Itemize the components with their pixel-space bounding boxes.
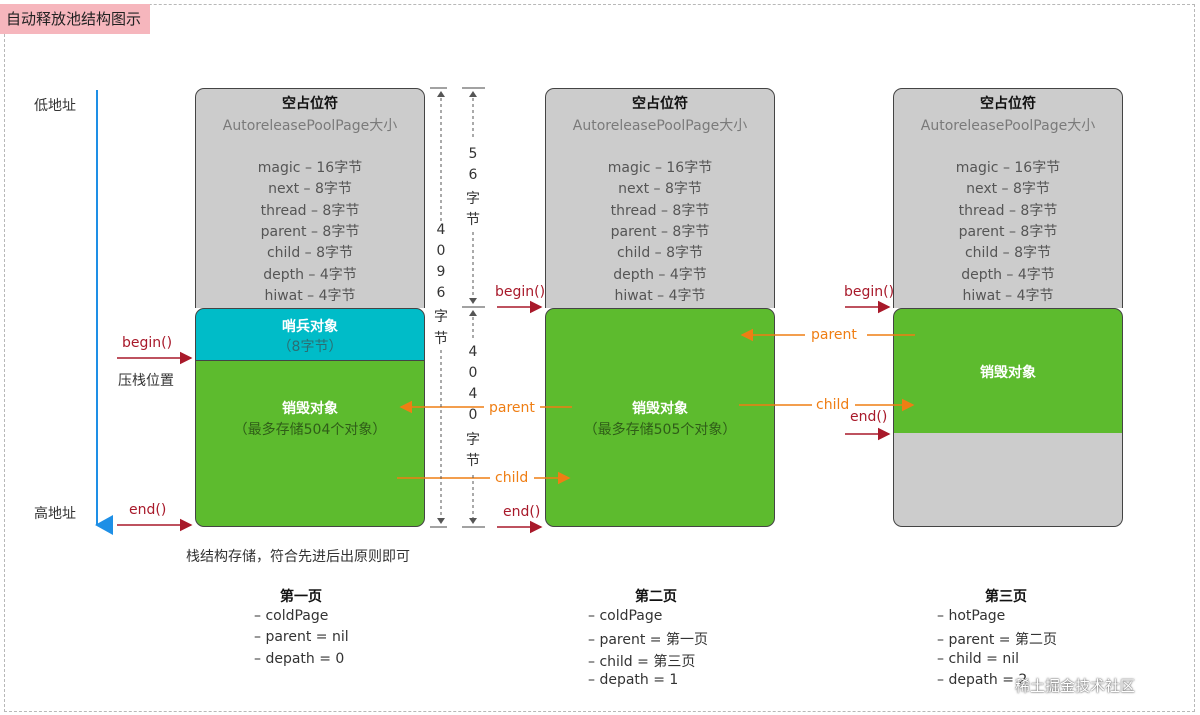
page2-destroy-block: [545, 308, 775, 527]
dim-4040-char: 字: [466, 432, 480, 448]
page2-destroy-sub: （最多存储505个对象）: [583, 422, 737, 438]
parent-label-page2: parent: [489, 400, 535, 416]
page3-field-child: child – 8字节: [964, 245, 1052, 261]
page1-destroy-title: 销毁对象: [282, 401, 338, 417]
page3-field-depth: depth – 4字节: [961, 267, 1055, 283]
dim-4096-char: 6: [436, 285, 446, 301]
page2-field-depth: depth – 4字节: [613, 267, 707, 283]
high-address-label: 高地址: [34, 506, 76, 522]
child-label-page1: child: [495, 470, 529, 486]
watermark: 稀土掘金技术社区: [1015, 677, 1136, 695]
page3-caption-line: – parent = 第二页: [937, 632, 1057, 648]
page2-field-parent: parent – 8字节: [610, 224, 710, 240]
dim-56-char: 6: [468, 167, 478, 183]
page2-placeholder-sub: AutoreleasePoolPage大小: [572, 118, 748, 134]
dim-4040-char: 0: [468, 407, 478, 423]
page1-caption-line: – parent = nil: [254, 629, 349, 645]
dim-4096-char: 4: [436, 222, 446, 238]
page3-field-next: next – 8字节: [966, 181, 1050, 197]
page1-caption-line: – coldPage: [254, 608, 329, 624]
dim-56-char: 5: [468, 146, 478, 162]
page2-destroy-title: 销毁对象: [632, 401, 688, 417]
dim-4040-char: 4: [468, 386, 478, 402]
page1-placeholder-title: 空占位符: [282, 96, 338, 112]
page1-header-block: [195, 88, 425, 308]
page2-caption-title: 第二页: [635, 589, 677, 605]
page3-field-hiwat: hiwat – 4字节: [962, 288, 1054, 304]
page3-field-thread: thread – 8字节: [958, 203, 1058, 219]
page2-caption-line: – depath = 1: [588, 672, 679, 688]
page3-placeholder-title: 空占位符: [980, 96, 1036, 112]
page1-field-parent: parent – 8字节: [260, 224, 360, 240]
page3-placeholder-sub: AutoreleasePoolPage大小: [920, 118, 1096, 134]
page2-caption-line: – parent = 第一页: [588, 632, 708, 648]
page3-caption-line: – child = nil: [937, 651, 1019, 667]
page2-header-block: [545, 88, 775, 308]
dim-4040-char: 节: [466, 453, 480, 469]
page1-caption-line: – depath = 0: [254, 651, 345, 667]
dim-56-char: 字: [466, 191, 480, 207]
sentinel-object-block: [195, 308, 425, 361]
page1-field-child: child – 8字节: [266, 245, 354, 261]
page2-caption-line: – coldPage: [588, 608, 663, 624]
child-label-page2: child: [816, 397, 850, 413]
page3-begin-label: begin(): [844, 284, 895, 300]
page1-end-label: end(): [129, 502, 167, 518]
dim-56-char: 节: [466, 212, 480, 228]
dim-4040-char: 0: [468, 365, 478, 381]
page1-begin-label: begin(): [122, 335, 173, 351]
dim-4040-char: 4: [468, 344, 478, 360]
page1-field-thread: thread – 8字节: [260, 203, 360, 219]
dim-4096-char: 0: [436, 243, 446, 259]
page2-field-magic: magic – 16字节: [607, 160, 713, 176]
page1-destroy-block: [195, 360, 425, 527]
page3-destroy-block: [893, 308, 1123, 434]
page2-field-child: child – 8字节: [616, 245, 704, 261]
page3-empty-block: [893, 433, 1123, 527]
page2-field-hiwat: hiwat – 4字节: [614, 288, 706, 304]
page1-field-hiwat: hiwat – 4字节: [264, 288, 356, 304]
page2-begin-label: begin(): [495, 284, 546, 300]
dim-4096-char: 节: [434, 331, 448, 347]
page3-field-parent: parent – 8字节: [958, 224, 1058, 240]
diagram-title: 自动释放池结构图示: [0, 4, 150, 34]
page1-placeholder-sub: AutoreleasePoolPage大小: [222, 118, 398, 134]
page3-end-label: end(): [850, 409, 888, 425]
page3-destroy-title: 销毁对象: [980, 365, 1036, 381]
low-address-label: 低地址: [34, 98, 76, 114]
page1-field-magic: magic – 16字节: [257, 160, 363, 176]
page3-caption-line: – hotPage: [937, 608, 1006, 624]
dim-4096-char: 字: [434, 309, 448, 325]
page2-caption-line: – child = 第三页: [588, 654, 696, 670]
page2-field-next: next – 8字节: [618, 181, 702, 197]
dim-4096-char: 9: [436, 264, 446, 280]
page1-field-next: next – 8字节: [268, 181, 352, 197]
page1-caption-title: 第一页: [280, 589, 322, 605]
stack-note: 栈结构存储，符合先进后出原则即可: [186, 549, 410, 565]
page1-field-depth: depth – 4字节: [263, 267, 357, 283]
page3-caption-line: – depath = 2: [937, 672, 1028, 688]
page2-field-thread: thread – 8字节: [610, 203, 710, 219]
page3-field-magic: magic – 16字节: [955, 160, 1061, 176]
sentinel-title: 哨兵对象: [282, 319, 338, 335]
diagram-frame: [4, 4, 1195, 712]
sentinel-sub: （8字节）: [277, 339, 343, 355]
page2-end-label: end(): [503, 504, 541, 520]
page1-destroy-sub: （最多存储504个对象）: [233, 422, 387, 438]
push-position-label: 压栈位置: [118, 373, 174, 389]
page2-placeholder-title: 空占位符: [632, 96, 688, 112]
parent-label-page3: parent: [811, 327, 857, 343]
page3-caption-title: 第三页: [985, 589, 1027, 605]
page3-header-block: [893, 88, 1123, 308]
